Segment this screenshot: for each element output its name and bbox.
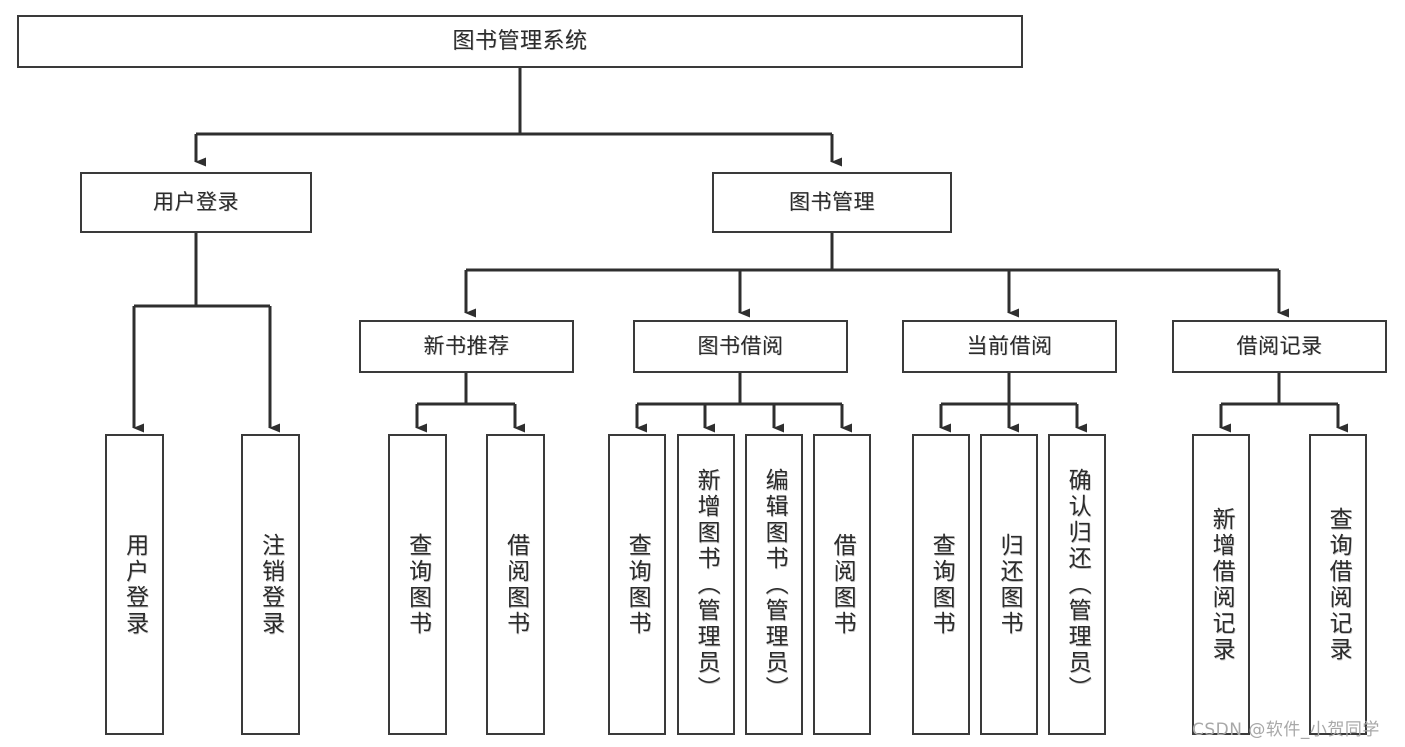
node-label: 图书管理 bbox=[789, 190, 875, 215]
node-label: 用户登录 bbox=[121, 532, 148, 637]
node-label: 借阅图书 bbox=[829, 532, 856, 637]
node-leaf-add-borrow-record[interactable]: 新增借阅记录 bbox=[1192, 434, 1250, 735]
node-label: 新增图书（管理员） bbox=[693, 467, 720, 702]
node-leaf-edit-book[interactable]: 编辑图书（管理员） bbox=[745, 434, 803, 735]
node-new-book-recommendation[interactable]: 新书推荐 bbox=[359, 320, 574, 373]
node-label: 新增借阅记录 bbox=[1208, 506, 1235, 663]
node-leaf-user-login[interactable]: 用户登录 bbox=[105, 434, 164, 735]
node-label: 编辑图书（管理员） bbox=[761, 467, 788, 702]
node-label: 归还图书 bbox=[996, 532, 1023, 637]
node-root-book-management-system[interactable]: 图书管理系统 bbox=[17, 15, 1023, 68]
node-leaf-query-borrow-record[interactable]: 查询借阅记录 bbox=[1309, 434, 1367, 735]
node-leaf-borrow-book-borrowing[interactable]: 借阅图书 bbox=[813, 434, 871, 735]
node-label: 新书推荐 bbox=[423, 334, 510, 359]
node-leaf-borrow-book-newbook[interactable]: 借阅图书 bbox=[486, 434, 545, 735]
node-leaf-query-book-current[interactable]: 查询图书 bbox=[912, 434, 970, 735]
csdn-watermark: CSDN @软件_小贺同学 bbox=[1192, 720, 1380, 740]
node-label: 确认归还（管理员） bbox=[1064, 467, 1091, 702]
node-book-borrowing[interactable]: 图书借阅 bbox=[633, 320, 848, 373]
node-label: 用户登录 bbox=[153, 190, 239, 215]
node-label: 当前借阅 bbox=[966, 334, 1053, 359]
node-label: 注销登录 bbox=[257, 532, 284, 637]
node-label: 查询图书 bbox=[928, 532, 955, 637]
node-label: 借阅记录 bbox=[1236, 334, 1323, 359]
node-label: 查询图书 bbox=[404, 532, 431, 637]
node-label: 查询借阅记录 bbox=[1325, 506, 1352, 663]
node-label: 图书借阅 bbox=[697, 334, 784, 359]
node-leaf-query-book-newbook[interactable]: 查询图书 bbox=[388, 434, 447, 735]
node-borrowing-record[interactable]: 借阅记录 bbox=[1172, 320, 1387, 373]
node-label: 查询图书 bbox=[624, 532, 651, 637]
node-current-borrowing[interactable]: 当前借阅 bbox=[902, 320, 1117, 373]
node-leaf-add-book[interactable]: 新增图书（管理员） bbox=[677, 434, 735, 735]
node-leaf-logout[interactable]: 注销登录 bbox=[241, 434, 300, 735]
node-label: 图书管理系统 bbox=[452, 28, 588, 54]
node-book-management[interactable]: 图书管理 bbox=[712, 172, 952, 233]
node-label: 借阅图书 bbox=[502, 532, 529, 637]
node-user-login[interactable]: 用户登录 bbox=[80, 172, 312, 233]
node-leaf-return-book[interactable]: 归还图书 bbox=[980, 434, 1038, 735]
node-leaf-confirm-return[interactable]: 确认归还（管理员） bbox=[1048, 434, 1106, 735]
node-leaf-query-book-borrowing[interactable]: 查询图书 bbox=[608, 434, 666, 735]
